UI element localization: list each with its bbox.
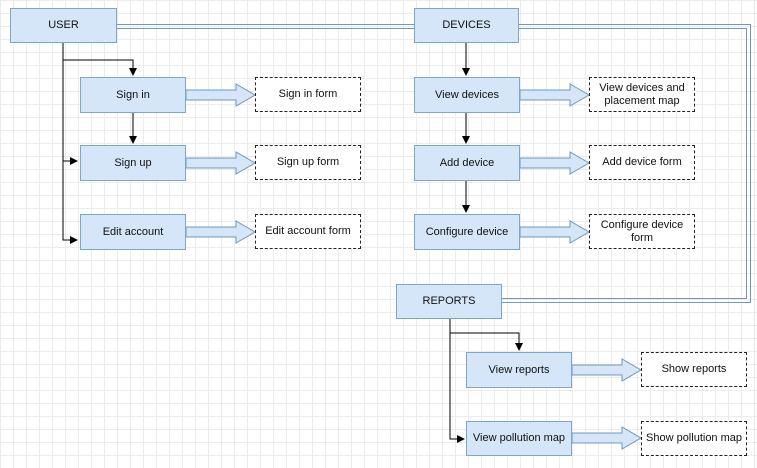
reports-tree-connectors: [449, 319, 523, 443]
arrow-add-device: [519, 151, 590, 175]
add-device-form-node[interactable]: Add device form: [589, 145, 695, 180]
user-node[interactable]: USER: [10, 8, 117, 43]
user-tree-connectors: [62, 43, 137, 244]
sign-in-node[interactable]: Sign in: [80, 77, 186, 113]
view-pollution-map-node[interactable]: View pollution map: [466, 421, 572, 456]
arrow-sign-in: [185, 83, 256, 107]
sign-up-node[interactable]: Sign up: [80, 145, 186, 181]
configure-device-form-node[interactable]: Configure device form: [589, 214, 695, 249]
arrow-configure-device: [519, 220, 590, 244]
edit-account-node[interactable]: Edit account: [80, 214, 186, 250]
block-arrows: [185, 83, 642, 450]
user-devices-double-connector: [117, 24, 415, 29]
view-devices-form-node[interactable]: View devices and placement map: [589, 77, 695, 112]
show-pollution-map-form-node[interactable]: Show pollution map: [641, 421, 747, 456]
arrow-edit-account: [185, 220, 256, 244]
arrow-view-reports: [571, 358, 642, 382]
show-reports-form-node[interactable]: Show reports: [641, 352, 747, 387]
sign-up-form-node[interactable]: Sign up form: [255, 145, 361, 180]
devices-node[interactable]: DEVICES: [414, 8, 519, 43]
reports-node[interactable]: REPORTS: [396, 284, 502, 319]
arrow-sign-up: [185, 151, 256, 175]
add-device-node[interactable]: Add device: [414, 145, 520, 181]
arrow-view-devices: [519, 83, 590, 107]
sign-in-form-node[interactable]: Sign in form: [255, 77, 361, 112]
configure-device-node[interactable]: Configure device: [414, 214, 520, 250]
view-reports-node[interactable]: View reports: [466, 352, 572, 388]
edit-account-form-node[interactable]: Edit account form: [255, 214, 361, 249]
view-devices-node[interactable]: View devices: [414, 77, 520, 113]
arrow-view-pollution-map: [571, 426, 642, 450]
devices-reports-double-connector: [502, 24, 751, 303]
